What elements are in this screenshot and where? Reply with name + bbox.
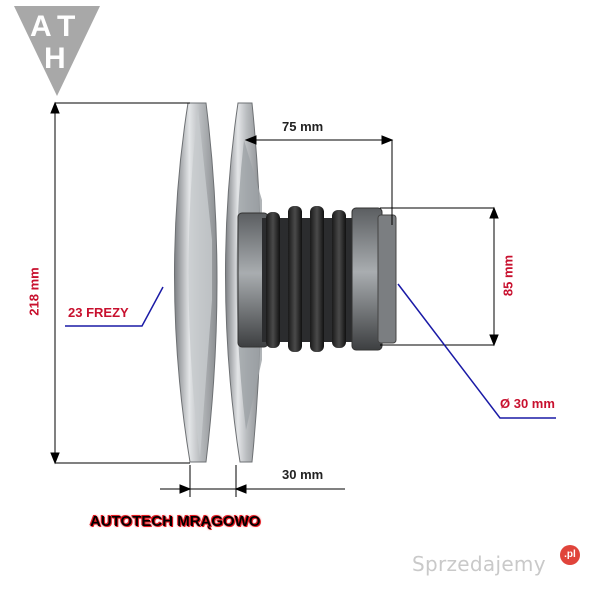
bore-ring [377, 214, 397, 344]
dim-height [50, 101, 190, 465]
spring-coil [310, 206, 324, 352]
label-top-width: 75 mm [282, 119, 324, 134]
logo-letter: T [57, 10, 76, 43]
fixed-disc-face [188, 108, 212, 458]
logo-letter: H [44, 42, 66, 75]
logo-letter: A [30, 10, 52, 43]
label-splines: 23 FREZY [68, 305, 129, 320]
label-bottom-width: 30 mm [282, 467, 324, 482]
spring-coil [288, 206, 302, 352]
dim-hub-height [380, 206, 499, 347]
dim-top-width [244, 135, 394, 225]
logo-triangle [14, 6, 100, 96]
watermark-badge: .pl [560, 545, 580, 565]
spring [266, 206, 346, 352]
watermark-text: Sprzedajemy [412, 552, 546, 576]
logo: A T H [14, 6, 100, 96]
dim-bottom-width [160, 465, 345, 497]
label-bore-diameter: Ø 30 mm [500, 396, 555, 411]
label-height: 218 mm [26, 267, 42, 316]
brand-name: AUTOTECH MRĄGOWO [90, 513, 261, 530]
spring-coil [332, 210, 346, 348]
spring-coil [266, 212, 280, 348]
leader-lines [65, 283, 556, 419]
label-hub-height: 85 mm [500, 254, 516, 297]
